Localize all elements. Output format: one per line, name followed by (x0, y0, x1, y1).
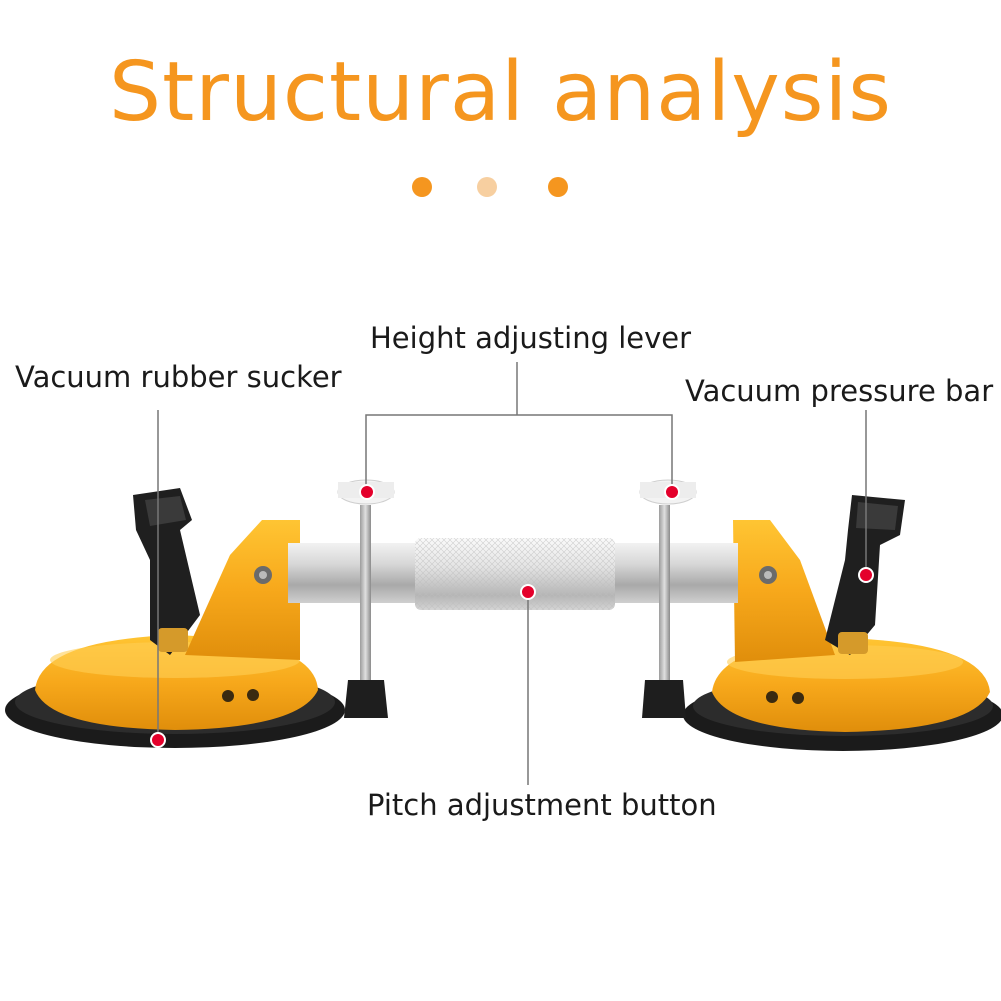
right-height-screw (639, 479, 697, 718)
left-pressure-lever (133, 488, 200, 655)
left-suction-unit (5, 488, 345, 748)
page-title: Structural analysis (109, 45, 892, 140)
pitch-button-marker (520, 584, 536, 600)
title-dot-right (548, 177, 568, 197)
right-lever-marker (664, 484, 680, 500)
label-vacuum-pressure-bar: Vacuum pressure bar (685, 374, 994, 408)
title-dot-middle (477, 177, 497, 197)
label-height-adjusting-lever: Height adjusting lever (370, 321, 692, 355)
left-bracket (185, 520, 300, 660)
sucker-marker (150, 732, 166, 748)
label-pitch-adjustment-button: Pitch adjustment button (367, 788, 717, 822)
pressure-bar-marker (858, 567, 874, 583)
right-bracket (733, 520, 835, 662)
height-lever-bracket-line (365, 414, 673, 490)
callout-markers (150, 484, 874, 748)
right-suction-unit (683, 495, 1001, 751)
callout-lines (157, 362, 867, 785)
title-dot-left (412, 177, 432, 197)
left-lever-marker (359, 484, 375, 500)
label-vacuum-rubber-sucker: Vacuum rubber sucker (15, 360, 342, 394)
